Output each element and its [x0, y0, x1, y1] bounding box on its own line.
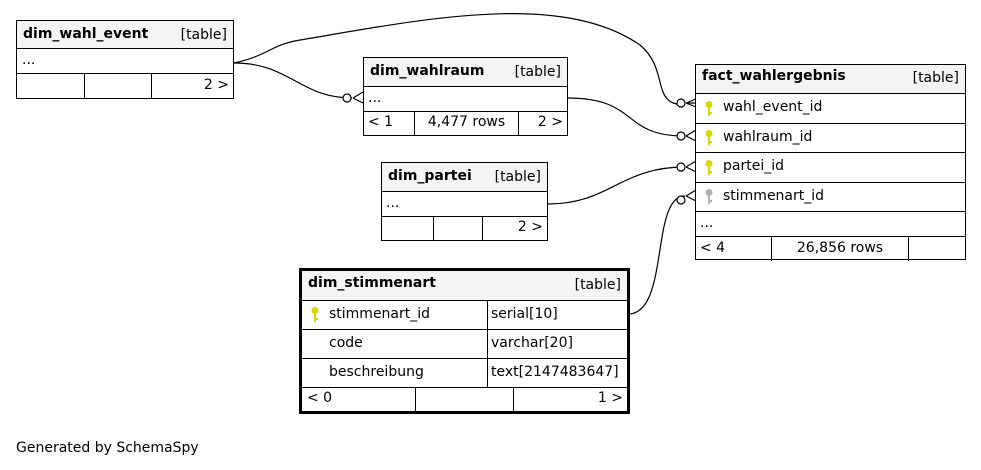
foreign-key-icon [705, 160, 713, 175]
ellipsis-text: ... [386, 195, 400, 211]
table-type: [table] [574, 277, 621, 293]
generated-by-text: Generated by SchemaSpy [16, 440, 199, 456]
table-dim-wahl-event[interactable]: dim_wahl_event [table] ... 2 > [16, 20, 234, 99]
table-dim-wahlraum[interactable]: dim_wahlraum [table] ... < 1 4,477 rows … [363, 57, 568, 136]
ellipsis-text: ... [22, 52, 36, 68]
footer-middle [433, 217, 482, 240]
footer-middle [84, 74, 151, 98]
column-name: wahlraum_id [723, 129, 813, 145]
relation-end-circle [342, 93, 352, 103]
foreign-key-icon [705, 101, 713, 116]
relation-end-circle [676, 195, 686, 205]
footer-prev-link[interactable]: < 4 [700, 240, 726, 256]
relation-end-circle [676, 162, 686, 172]
table-name: fact_wahlergebnis [702, 68, 846, 84]
relation-wahlraum-to-fact [566, 97, 686, 137]
table-ellipsis-row: ... [696, 212, 965, 237]
ellipsis-text: ... [368, 90, 382, 106]
table-header: dim_partei [table] [382, 163, 547, 192]
table-header: dim_wahl_event [table] [17, 21, 233, 49]
table-footer-row: < 1 4,477 rows 2 > [364, 112, 567, 135]
footer-next-link[interactable]: 2 > [482, 217, 547, 240]
table-ellipsis-row: ... [364, 87, 567, 112]
footer-row-count: 26,856 rows [771, 237, 908, 261]
column-datatype: varchar[20] [487, 330, 628, 358]
column-name: beschreibung [329, 364, 424, 380]
ellipsis-text: ... [700, 215, 714, 231]
column-datatype: serial[10] [487, 301, 628, 329]
table-header: fact_wahlergebnis [table] [696, 65, 965, 94]
column-row-beschreibung[interactable]: beschreibung text[2147483647] [302, 359, 627, 388]
column-row-partei-id[interactable]: partei_id [696, 153, 965, 183]
column-name: stimmenart_id [329, 306, 431, 322]
table-footer-row: 2 > [17, 74, 233, 98]
relation-partei-to-fact [547, 166, 686, 205]
table-ellipsis-row: ... [17, 49, 233, 74]
table-type: [table] [494, 169, 541, 185]
footer-next-link[interactable]: 1 > [513, 388, 627, 411]
column-row-wahl-event-id[interactable]: wahl_event_id [696, 94, 965, 124]
table-ellipsis-row: ... [382, 192, 547, 217]
table-name: dim_stimmenart [308, 275, 436, 291]
table-footer-row: < 4 26,856 rows [696, 237, 965, 261]
table-name: dim_wahlraum [370, 63, 485, 79]
footer-middle [415, 388, 513, 411]
table-header: dim_stimmenart [table] [302, 271, 627, 301]
column-row-code[interactable]: code varchar[20] [302, 330, 627, 359]
footer-prev-link[interactable]: < 0 [307, 390, 333, 406]
footer-left [382, 217, 433, 240]
relation-end-circle [676, 98, 686, 108]
table-dim-partei[interactable]: dim_partei [table] ... 2 > [381, 162, 548, 241]
footer-left [17, 74, 84, 98]
table-footer-row: < 0 1 > [302, 388, 627, 411]
relation-wahl-event-to-wahlraum [233, 62, 353, 99]
table-footer-row: 2 > [382, 217, 547, 240]
foreign-key-gray-icon [705, 189, 713, 204]
column-name: code [329, 335, 363, 351]
column-name: partei_id [723, 158, 784, 174]
footer-next-link[interactable]: 2 > [518, 112, 567, 135]
footer-row-count: 4,477 rows [414, 112, 518, 135]
relation-end-circle [676, 131, 686, 141]
primary-key-icon [311, 307, 319, 322]
table-dim-stimmenart[interactable]: dim_stimmenart [table] stimmenart_id ser… [299, 268, 630, 414]
table-name: dim_partei [388, 168, 472, 184]
relation-stimmenart-to-fact [627, 195, 686, 315]
column-datatype: text[2147483647] [487, 359, 628, 387]
footer-right [908, 237, 965, 261]
table-header: dim_wahlraum [table] [364, 58, 567, 87]
column-name: stimmenart_id [723, 188, 825, 204]
table-type: [table] [180, 27, 227, 43]
footer-prev-link[interactable]: < 1 [368, 114, 394, 130]
table-type: [table] [514, 64, 561, 80]
table-fact-wahlergebnis[interactable]: fact_wahlergebnis [table] wahl_event_id … [695, 64, 966, 261]
table-name: dim_wahl_event [23, 26, 149, 42]
column-row-stimmenart-id[interactable]: stimmenart_id [696, 183, 965, 212]
foreign-key-icon [705, 130, 713, 145]
table-type: [table] [912, 70, 959, 86]
column-name: wahl_event_id [723, 99, 823, 115]
relation-wahl-event-to-fact [233, 13, 686, 106]
footer-next-link[interactable]: 2 > [151, 74, 233, 98]
column-row-stimmenart-id[interactable]: stimmenart_id serial[10] [302, 301, 627, 330]
column-row-wahlraum-id[interactable]: wahlraum_id [696, 124, 965, 153]
